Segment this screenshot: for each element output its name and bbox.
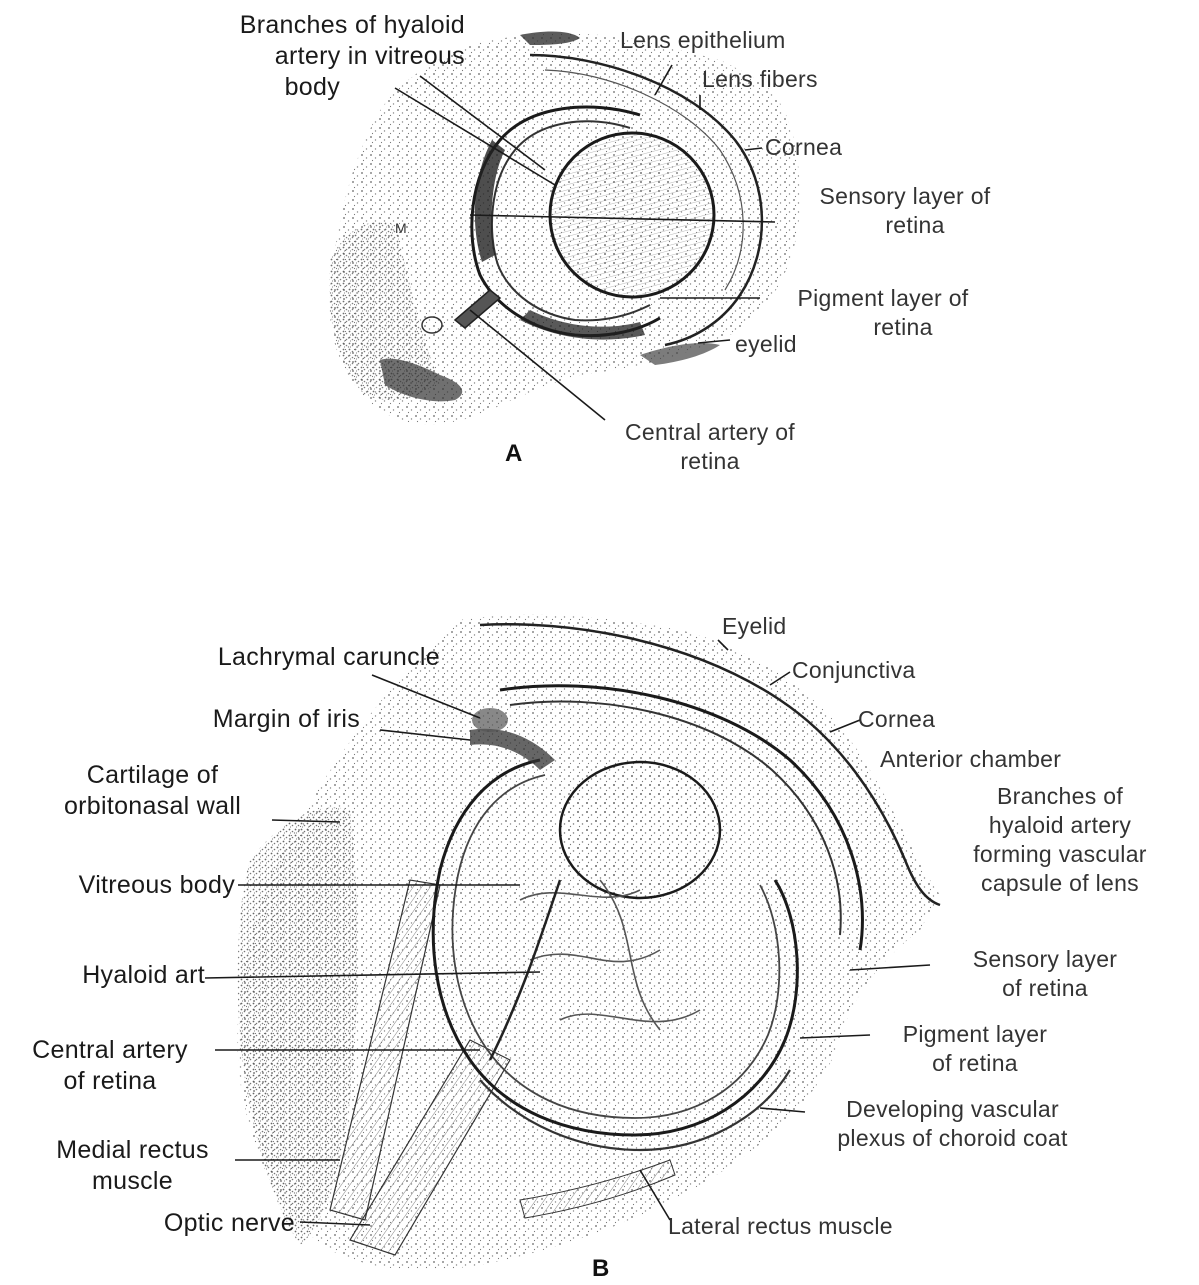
panel-b-conjunctiva-label: Conjunctiva: [792, 656, 915, 685]
label-line: Central artery: [5, 1035, 215, 1066]
label-line: Pigment layer: [860, 1020, 1090, 1049]
panel-a-hyaloid-branches-label: Branches of hyaloid artery in vitreous b…: [150, 10, 465, 103]
panel-b-letter: B: [592, 1255, 609, 1283]
panel-b-margin-of-iris-label: Margin of iris: [100, 704, 360, 735]
label-line: of retina: [930, 974, 1160, 1003]
label-line: artery in vitreous: [150, 41, 465, 72]
panel-b-central-artery-label: Central artery of retina: [5, 1035, 215, 1097]
panel-b-pigment-layer-label: Pigment layer of retina: [860, 1020, 1090, 1078]
panel-a-marker-m: M: [395, 214, 407, 243]
panel-b-cornea-label: Cornea: [858, 705, 935, 734]
panel-b-cartilage-label: Cartilage of orbitonasal wall: [35, 760, 270, 822]
panel-b-optic-nerve-label: Optic nerve: [80, 1208, 295, 1239]
panel-a-cornea-label: Cornea: [765, 133, 842, 162]
label-line: body: [150, 72, 465, 103]
label-line: Developing vascular: [785, 1095, 1120, 1124]
panel-b-lens: [560, 762, 720, 898]
panel-b-vitreous-body-label: Vitreous body: [20, 870, 235, 901]
panel-b-sensory-layer-label: Sensory layer of retina: [930, 945, 1160, 1003]
label-line: of retina: [860, 1049, 1090, 1078]
panel-b-anterior-chamber-label: Anterior chamber: [880, 745, 1061, 774]
label-line: muscle: [25, 1166, 240, 1197]
panel-a-letter: A: [505, 440, 522, 468]
panel-a-eyelid-label: eyelid: [735, 330, 797, 359]
panel-b-hyaloid-art-label: Hyaloid art: [20, 960, 205, 991]
label-line: Cartilage of: [35, 760, 270, 791]
label-line: capsule of lens: [930, 869, 1190, 898]
label-line: Branches of: [930, 782, 1190, 811]
label-line: Branches of hyaloid: [150, 10, 465, 41]
panel-b-medial-rectus-label: Medial rectus muscle: [25, 1135, 240, 1197]
label-line: plexus of choroid coat: [785, 1124, 1120, 1153]
label-line: hyaloid artery: [930, 811, 1190, 840]
label-line: retina: [585, 447, 835, 476]
panel-b-lachrymal-caruncle-label: Lachrymal caruncle: [100, 642, 440, 673]
panel-a-lens-fibers-label: Lens fibers: [702, 65, 818, 94]
label-line: Central artery of: [585, 418, 835, 447]
panel-b-vascular-plexus-label: Developing vascular plexus of choroid co…: [785, 1095, 1120, 1153]
panel-a-central-artery-label: Central artery of retina: [585, 418, 835, 476]
label-line: Sensory layer: [930, 945, 1160, 974]
panel-b-eyelid-label: Eyelid: [722, 612, 786, 641]
label-line: Sensory layer of: [780, 182, 1030, 211]
panel-b-hyaloid-branches-label: Branches of hyaloid artery forming vascu…: [930, 782, 1190, 898]
label-line: Pigment layer of: [758, 284, 1008, 313]
label-line: forming vascular: [930, 840, 1190, 869]
label-line: retina: [780, 211, 1030, 240]
panel-a-sensory-layer-label: Sensory layer of retina: [780, 182, 1030, 240]
panel-a-lens-epithelium-label: Lens epithelium: [620, 26, 786, 55]
label-line: Medial rectus: [25, 1135, 240, 1166]
label-line: orbitonasal wall: [35, 791, 270, 822]
panel-b-caruncle: [472, 708, 508, 732]
panel-b-lateral-rectus-label: Lateral rectus muscle: [668, 1212, 893, 1241]
label-line: of retina: [5, 1066, 215, 1097]
panel-a-lens-core: [570, 155, 680, 275]
